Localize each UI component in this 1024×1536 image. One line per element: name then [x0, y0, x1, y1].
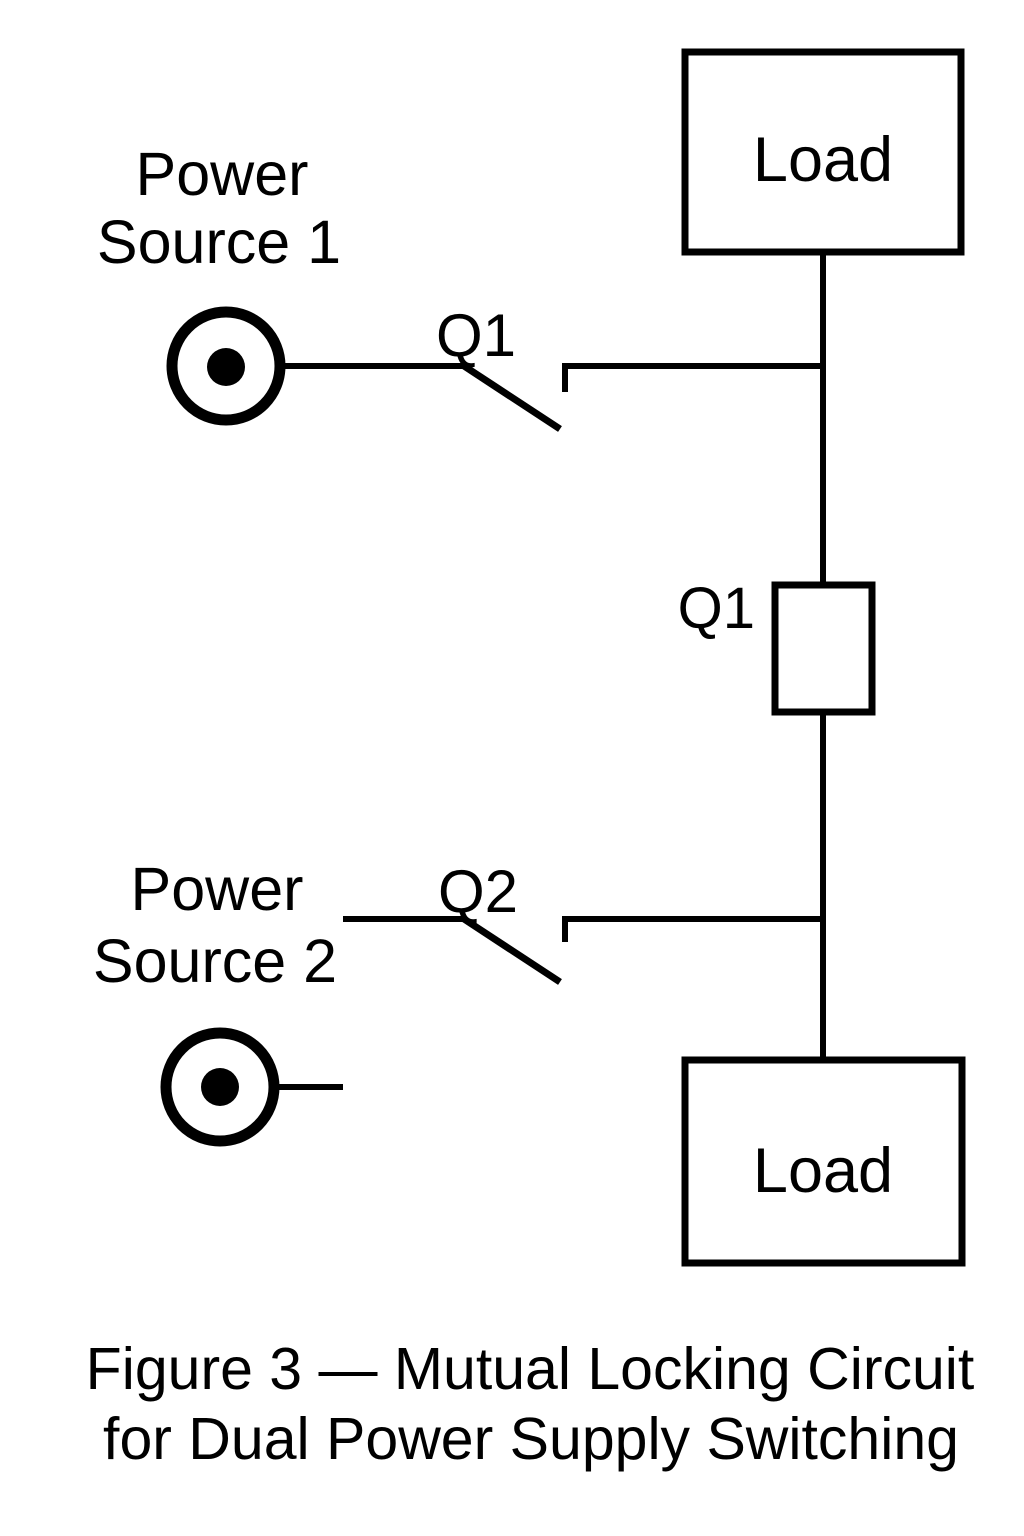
switch-q2-contact-wire [562, 916, 823, 942]
relay-coil-q1: Q1 [678, 576, 876, 716]
switch-q2-label: Q2 [438, 858, 518, 925]
relay-coil-q1-rect [771, 581, 876, 716]
switch-q2: Q2 [343, 858, 823, 985]
switch-q1: Q1 [283, 302, 823, 432]
power-source-2-label-line1: Power [131, 855, 304, 923]
load-bottom-label: Load [753, 1136, 893, 1206]
switch-q1-label: Q1 [436, 302, 516, 369]
switch-q1-blade [462, 363, 562, 432]
power-source-1-dot [207, 348, 245, 386]
load-box-bottom: Load [681, 1056, 966, 1267]
figure-caption: Figure 3 — Mutual Locking Circuit for Du… [86, 1336, 975, 1472]
load-box-top: Load [681, 48, 965, 256]
power-source-2-dot [201, 1068, 239, 1106]
switch-q2-blade [462, 916, 562, 985]
power-source-2: Power Source 2 [93, 855, 343, 1147]
load-bottom-rect [681, 1056, 966, 1267]
power-source-1-label-line2: Source 1 [97, 208, 341, 276]
power-source-1-label-line1: Power [136, 140, 309, 208]
load-top-label: Load [753, 125, 893, 195]
power-source-1: Power Source 1 [97, 140, 341, 426]
switch-q1-contact-wire [562, 363, 823, 392]
relay-coil-q1-label: Q1 [678, 576, 755, 641]
power-source-1-icon [166, 306, 286, 426]
power-source-2-label-line2: Source 2 [93, 927, 337, 995]
load-top-rect [681, 48, 965, 256]
power-source-2-icon [160, 1027, 280, 1147]
figure-caption-line2: for Dual Power Supply Switching [103, 1406, 959, 1472]
figure-caption-line1: Figure 3 — Mutual Locking Circuit [86, 1336, 975, 1402]
